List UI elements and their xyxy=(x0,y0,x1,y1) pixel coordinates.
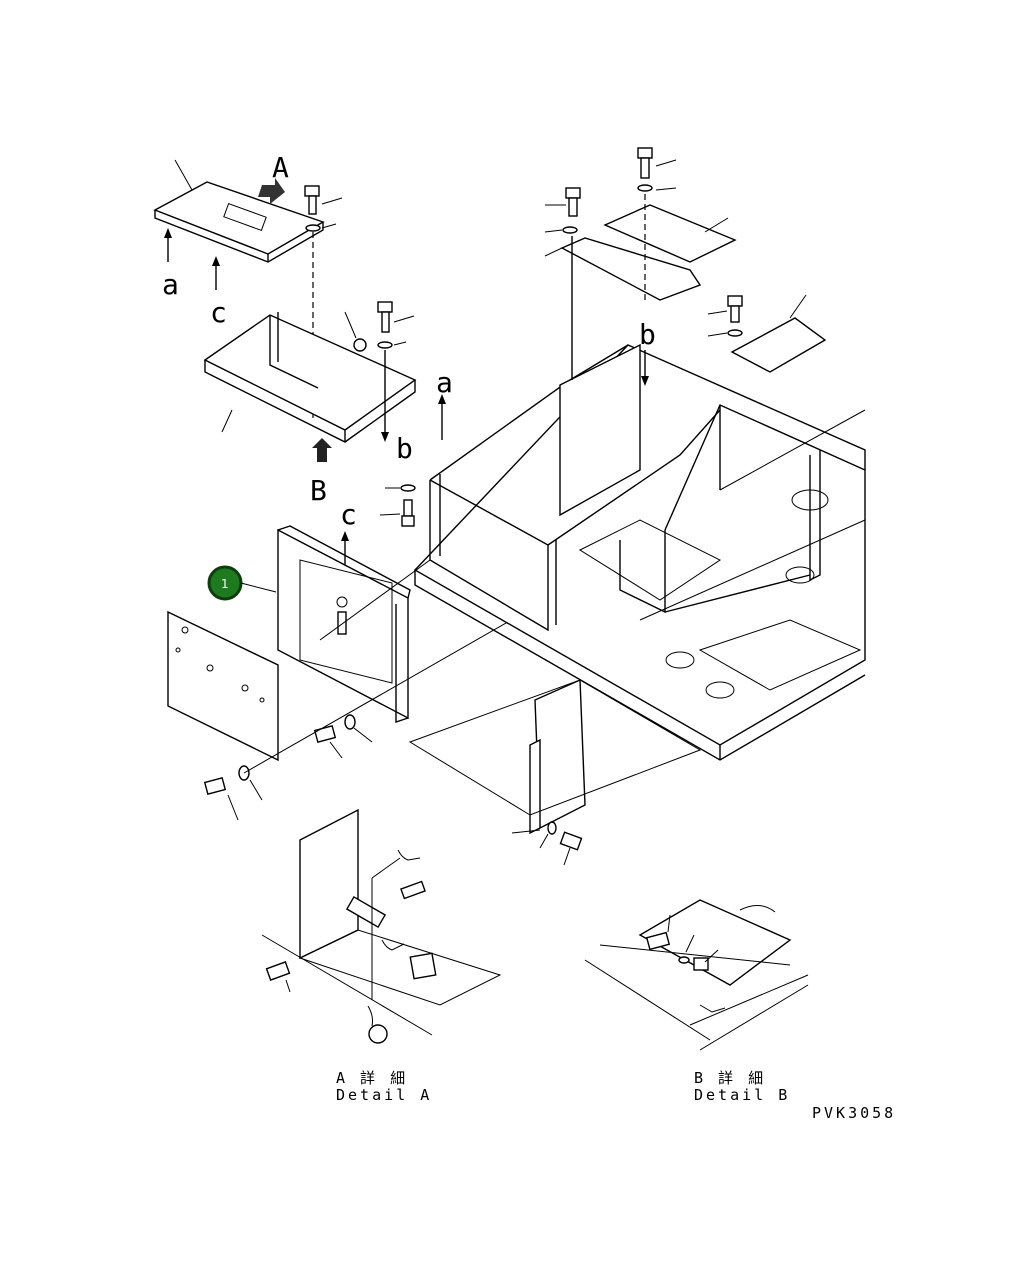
bolt-side-frame xyxy=(379,484,416,527)
svg-text:B: B xyxy=(310,474,327,507)
side-door-panel: c xyxy=(277,498,411,723)
arrow-view-b: B xyxy=(310,438,332,507)
frame-top-plate-1 xyxy=(544,147,737,380)
top-cover-plate xyxy=(153,159,325,263)
svg-text:a: a xyxy=(162,268,179,301)
frame-top-plate-2 xyxy=(707,294,827,373)
main-frame xyxy=(319,343,866,761)
svg-text:B 詳 細: B 詳 細 xyxy=(694,1069,766,1087)
perforated-panel xyxy=(167,610,279,762)
ref-arrow-b-frame: b xyxy=(639,318,656,386)
ref-arrow-a-frame: a xyxy=(436,366,453,440)
detail-b-illustration: B 詳 細 Detail B xyxy=(584,899,809,1104)
lower-tray xyxy=(203,311,417,443)
ref-arrow-a-top: a xyxy=(162,228,179,301)
svg-text:A: A xyxy=(272,151,289,184)
svg-text:Detail B: Detail B xyxy=(694,1086,790,1104)
svg-text:c: c xyxy=(210,296,227,329)
svg-text:b: b xyxy=(639,318,656,351)
svg-text:c: c xyxy=(340,498,357,531)
arrow-view-a: A xyxy=(258,151,289,204)
svg-text:b: b xyxy=(396,432,413,465)
drawing-code: PVK3058 xyxy=(812,1104,896,1122)
svg-text:Detail A: Detail A xyxy=(336,1086,432,1104)
bolt-and-washer-2: b xyxy=(377,301,415,465)
ref-arrow-c-top: c xyxy=(210,256,227,329)
svg-text:a: a xyxy=(436,366,453,399)
bolt-and-washer-1 xyxy=(304,185,343,420)
detail-a-illustration: A 詳 細 Detail A xyxy=(261,808,502,1104)
callout-badge-1: 1 xyxy=(207,565,277,601)
bolts-lower-left xyxy=(203,614,521,821)
svg-text:1: 1 xyxy=(221,577,229,591)
svg-text:A 詳 細: A 詳 細 xyxy=(336,1069,408,1087)
middle-cover-plate xyxy=(408,678,702,866)
